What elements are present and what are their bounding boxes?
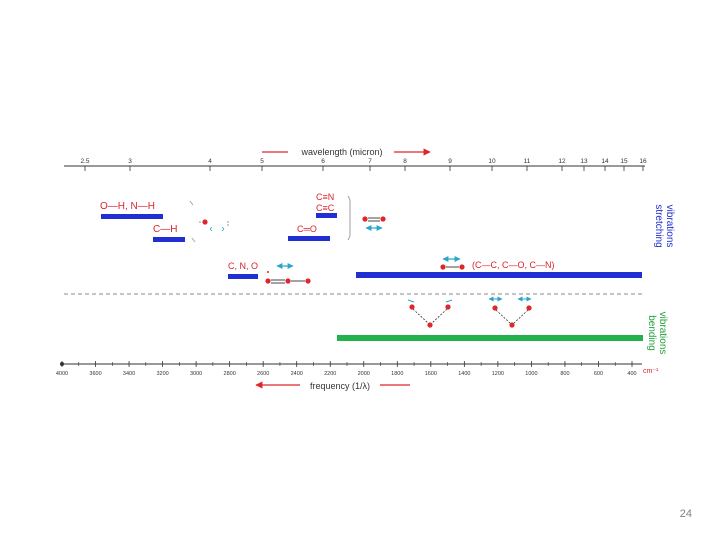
- label-single-bonds: (C—C, C—O, C—N): [472, 260, 555, 270]
- top-tick-label: 15: [620, 158, 628, 165]
- label-oh-nh: O—H, N—H: [100, 201, 155, 212]
- bottom-tick-label: 1000: [525, 371, 537, 377]
- label-cno: C, N, O: [228, 261, 258, 271]
- bottom-tick-label: 4000: [56, 371, 68, 377]
- bar-triple: [316, 213, 337, 218]
- bar-oh-nh: [101, 214, 163, 219]
- wavelength-title: wavelength (micron): [300, 147, 382, 157]
- label-ch: C—H: [153, 224, 177, 235]
- molecule-bend-scissor: [407, 299, 453, 328]
- page-number: 24: [679, 508, 692, 520]
- top-tick-label: 4: [208, 158, 212, 165]
- top-tick-label: 14: [601, 158, 609, 165]
- top-tick-label: 11: [524, 158, 531, 165]
- bottom-tick-label: 3600: [89, 371, 101, 377]
- bar-bending: [337, 335, 643, 341]
- label-cc-triple: C≡C: [316, 203, 335, 213]
- frequency-title: frequency (1/λ): [310, 381, 370, 391]
- top-tick-label: 9: [448, 158, 452, 165]
- top-tick-label: 3: [128, 158, 132, 165]
- bottom-tick-label: 2000: [358, 371, 370, 377]
- top-tick-label: 8: [403, 158, 407, 165]
- top-axis-ticks: 2.5 3 4 5 6 7 8 9 10 11 12 13 14 15 16: [80, 158, 647, 171]
- top-tick-label: 16: [639, 158, 647, 165]
- molecule-single-stretch: [440, 256, 465, 270]
- bracket-triple: [347, 195, 351, 241]
- bottom-tick-label: 3200: [156, 371, 168, 377]
- bottom-tick-label: 600: [594, 371, 603, 377]
- bottom-tick-label: 1200: [492, 371, 504, 377]
- bottom-tick-label: 3400: [123, 371, 135, 377]
- stretch-icon-ch: [189, 200, 229, 243]
- top-tick-label: 13: [580, 158, 588, 165]
- bar-ch: [153, 237, 185, 242]
- bottom-tick-label: 2200: [324, 371, 336, 377]
- bending-label-line1: bending: [646, 315, 657, 351]
- bottom-tick-label: 1600: [425, 371, 437, 377]
- bottom-tick-label: 1400: [458, 371, 470, 377]
- bar-single-bonds: [356, 272, 642, 278]
- top-tick-label: 5: [260, 158, 264, 165]
- label-cn-triple: C≡N: [316, 192, 334, 202]
- molecule-cumulated: [265, 263, 311, 284]
- bottom-tick-label: 1800: [391, 371, 403, 377]
- bottom-tick-label: 2600: [257, 371, 269, 377]
- bottom-axis-ticks: 4000 3600 3400 3200 3000 2800 2600 2400 2200 2000…: [56, 361, 637, 377]
- top-tick-label: 7: [368, 158, 372, 165]
- label-co-double: C═O: [297, 224, 317, 234]
- top-tick-label: 12: [558, 158, 566, 165]
- stretching-label-line1: stretching: [653, 204, 664, 247]
- bottom-tick-label: 400: [627, 371, 636, 377]
- top-tick-label: 2.5: [80, 158, 89, 165]
- bar-co-double: [288, 236, 330, 241]
- top-tick-label: 10: [488, 158, 496, 165]
- molecule-bend-rock: [488, 296, 532, 328]
- bottom-tick-label: 2400: [291, 371, 303, 377]
- bottom-tick-label: 3000: [190, 371, 202, 377]
- bottom-tick-label: 800: [560, 371, 569, 377]
- molecule-double-stretch: [362, 216, 386, 231]
- stretching-label-line2: vibrations: [664, 205, 675, 248]
- bar-cno-double: [228, 274, 258, 279]
- bottom-unit-tail: cm⁻¹: [643, 368, 659, 375]
- top-tick-label: 6: [321, 158, 325, 165]
- bottom-tick-label: 2800: [224, 371, 236, 377]
- bending-label-line2: vibrations: [657, 312, 668, 355]
